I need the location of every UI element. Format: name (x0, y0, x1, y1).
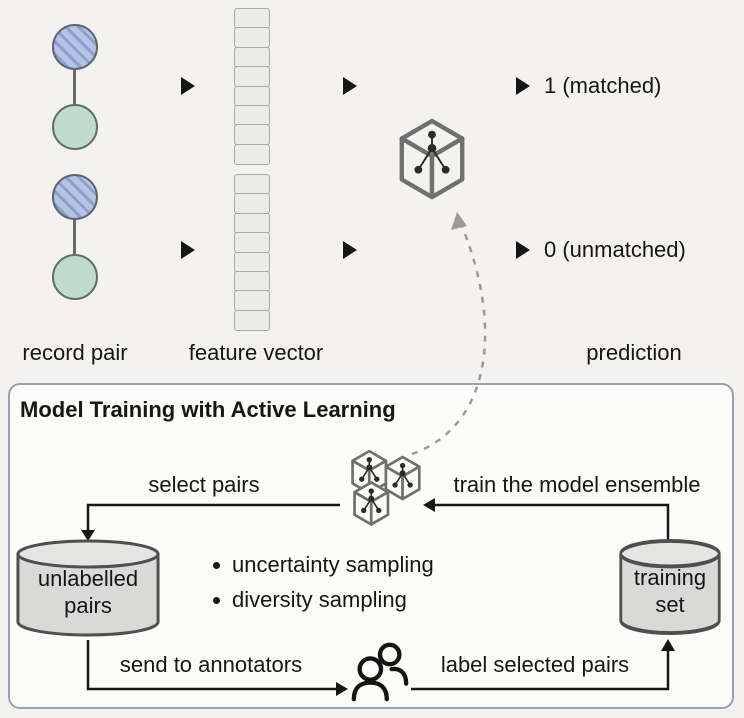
pair-connector-1 (73, 70, 76, 104)
feature-vector-label: feature vector (188, 340, 324, 365)
dashed-arrowhead-icon (451, 212, 467, 230)
feature-vector-1 (234, 8, 270, 165)
vector-cell (234, 309, 270, 331)
train-ensemble-label: train the model ensemble (453, 472, 701, 497)
flow-arrow-icon (343, 241, 357, 259)
bullet-uncertainty-label: uncertainty sampling (232, 552, 434, 577)
feedback-dashed-curve (411, 225, 487, 456)
arrowhead-right-icon (336, 682, 348, 696)
send-annotators-label: send to annotators (119, 652, 303, 677)
database-icon (619, 538, 721, 636)
unlabelled-line1: unlabelled (37, 566, 139, 591)
send-annotators-line (86, 640, 337, 691)
flow-arrow-icon (516, 77, 530, 95)
prediction-label: prediction (586, 340, 682, 365)
label-pairs-label: label selected pairs (440, 652, 630, 677)
database-icon (16, 539, 160, 637)
train-ensemble-line (434, 503, 670, 550)
bullet-dot-icon (213, 596, 220, 604)
record-pair-label: record pair (22, 340, 128, 365)
unlabelled-pairs-text: unlabelled pairs (14, 565, 162, 619)
record-node-teal-1 (52, 104, 98, 150)
annotators-icon (351, 642, 409, 702)
feature-vector-2 (234, 174, 270, 331)
flow-arrow-icon (343, 77, 357, 95)
unlabelled-pairs-database: unlabelled pairs (14, 538, 162, 638)
training-set-database: training set (618, 538, 722, 636)
matched-output-label: 1 (matched) (544, 73, 662, 98)
bullet-dot-icon (213, 561, 220, 569)
arrowhead-up-icon (661, 639, 675, 651)
training-line1: training (633, 565, 707, 590)
model-ensemble-icon (351, 449, 421, 526)
training-set-text: training set (618, 564, 722, 618)
record-node-blue-1 (52, 24, 98, 70)
flow-arrow-icon (181, 77, 195, 95)
bullet-diversity: diversity sampling (213, 587, 407, 613)
pair-connector-2 (73, 220, 76, 254)
arrowhead-left-icon (423, 498, 435, 512)
training-line2: set (655, 592, 685, 617)
unlabelled-line2: pairs (64, 593, 112, 618)
record-node-teal-2 (52, 254, 98, 300)
vector-cell (234, 143, 270, 165)
record-node-blue-2 (52, 174, 98, 220)
flow-arrow-icon (516, 241, 530, 259)
label-pairs-line (411, 650, 670, 691)
arrowhead-down-icon (81, 530, 95, 541)
model-cube-icon (399, 118, 465, 200)
select-pairs-line (86, 503, 340, 531)
flow-arrow-icon (181, 241, 195, 259)
select-pairs-label: select pairs (148, 472, 260, 497)
bullet-uncertainty: uncertainty sampling (213, 552, 434, 578)
unmatched-output-label: 0 (unmatched) (544, 237, 686, 262)
panel-title: Model Training with Active Learning (20, 397, 396, 422)
bullet-diversity-label: diversity sampling (232, 587, 407, 612)
